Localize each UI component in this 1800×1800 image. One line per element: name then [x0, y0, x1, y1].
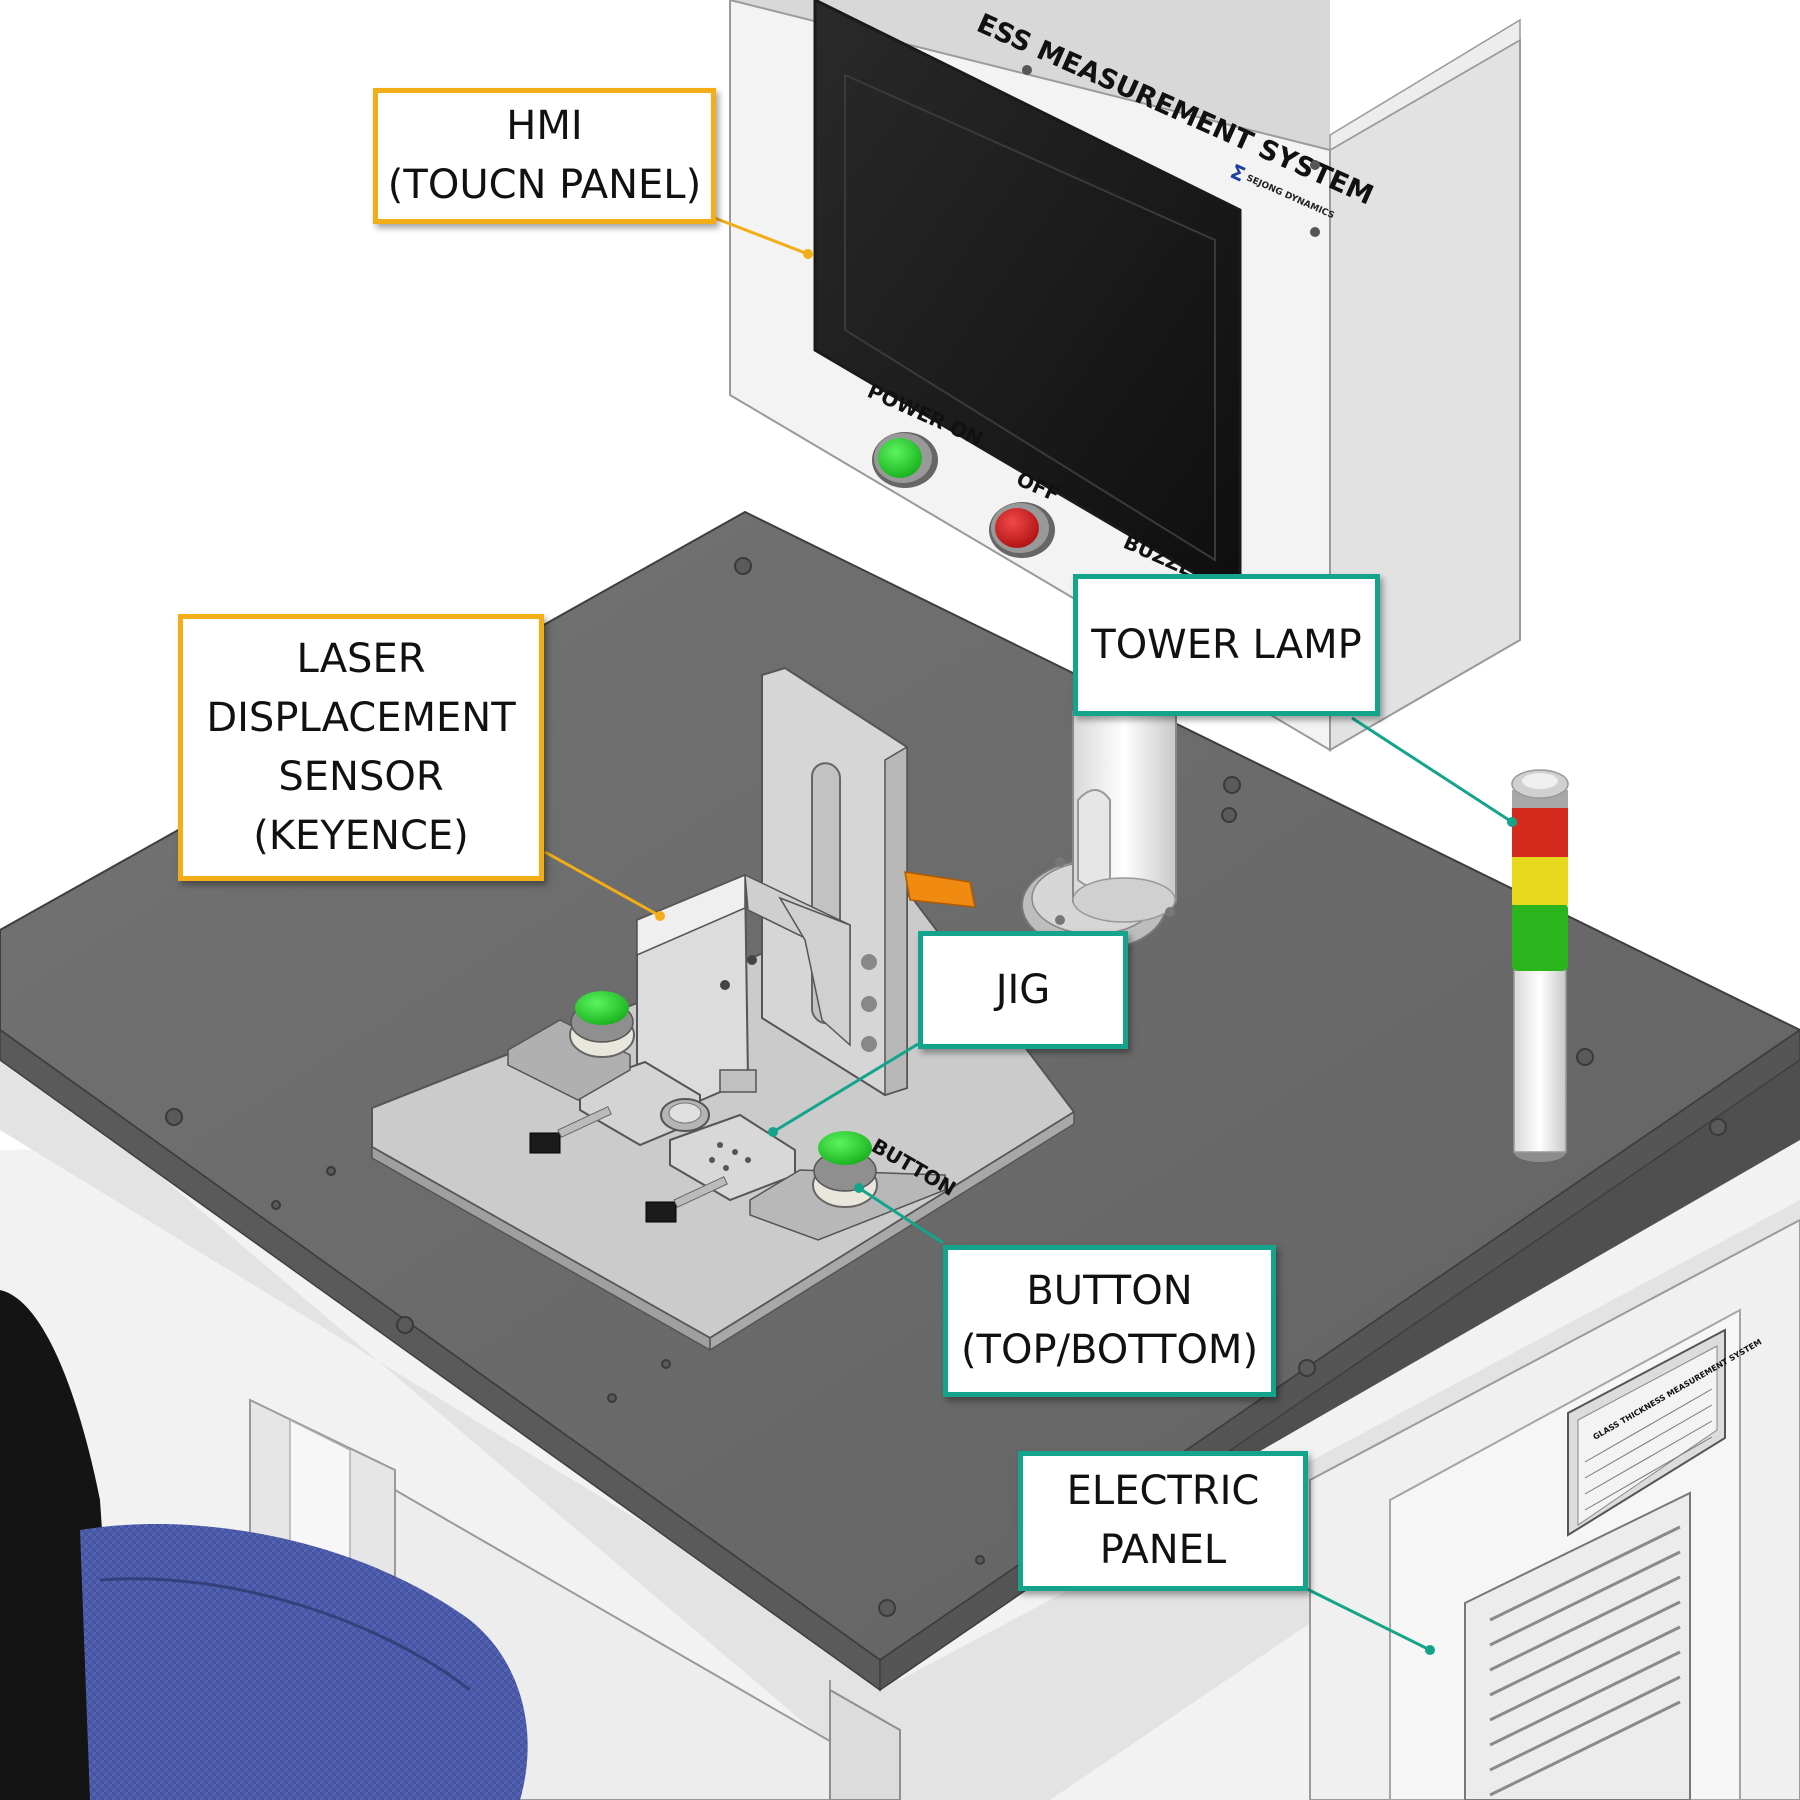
leader-lines	[544, 215, 1513, 1652]
tower-lamp-callout: TOWER LAMP	[1073, 574, 1380, 716]
jig-callout: JIG	[918, 931, 1128, 1049]
jig-assembly: BUTTON	[371, 666, 1076, 1352]
electric-callout-line-2: PANEL	[1099, 1527, 1227, 1573]
hmi-callout: HMI (TOUCN PANEL)	[373, 88, 716, 224]
hmi-leader-line	[711, 215, 809, 256]
electric-leader-line	[1304, 1586, 1431, 1652]
hmi-callout-line-2: (TOUCN PANEL)	[387, 162, 702, 208]
button-callout: BUTTON (TOP/BOTTOM)	[943, 1245, 1276, 1397]
button-callout-line-1: BUTTON	[1026, 1268, 1193, 1314]
hmi-callout-line-1: HMI	[506, 103, 583, 149]
laser-sensor-callout: LASER DISPLACEMENT SENSOR (KEYENCE)	[178, 614, 544, 881]
off-button	[989, 502, 1055, 558]
hmi-enclosure: ESS MEASUREMENT SYSTEM Σ SEJONG DYNAMICS…	[729, 0, 1521, 752]
leader-endpoints	[655, 249, 1517, 1655]
electric-panel-callout: ELECTRIC PANEL	[1018, 1451, 1308, 1591]
tower-callout-line-1: TOWER LAMP	[1091, 621, 1362, 668]
laser-callout-line-3: SENSOR	[278, 753, 444, 800]
chair	[0, 1290, 528, 1800]
laser-callout-line-2: DISPLACEMENT	[206, 694, 516, 741]
tower-lamp	[1511, 769, 1569, 1162]
louver-vent	[1464, 1491, 1691, 1800]
laser-callout-line-4: (KEYENCE)	[253, 812, 469, 859]
tower-leader-line	[1351, 716, 1513, 824]
laser-leader-line	[544, 850, 661, 918]
jig-start-button-bottom	[749, 1131, 946, 1241]
button-callout-line-2: (TOP/BOTTOM)	[960, 1327, 1259, 1373]
jig-start-button-top	[507, 991, 635, 1101]
hmi-pole	[1021, 711, 1177, 951]
jig-leader-line	[772, 1042, 919, 1134]
laser-callout-line-1: LASER	[296, 635, 426, 682]
jig-callout-line-1: JIG	[995, 966, 1051, 1013]
power-on-button	[872, 432, 938, 488]
button-leader-line	[858, 1186, 944, 1245]
electric-callout-line-1: ELECTRIC	[1066, 1468, 1260, 1514]
